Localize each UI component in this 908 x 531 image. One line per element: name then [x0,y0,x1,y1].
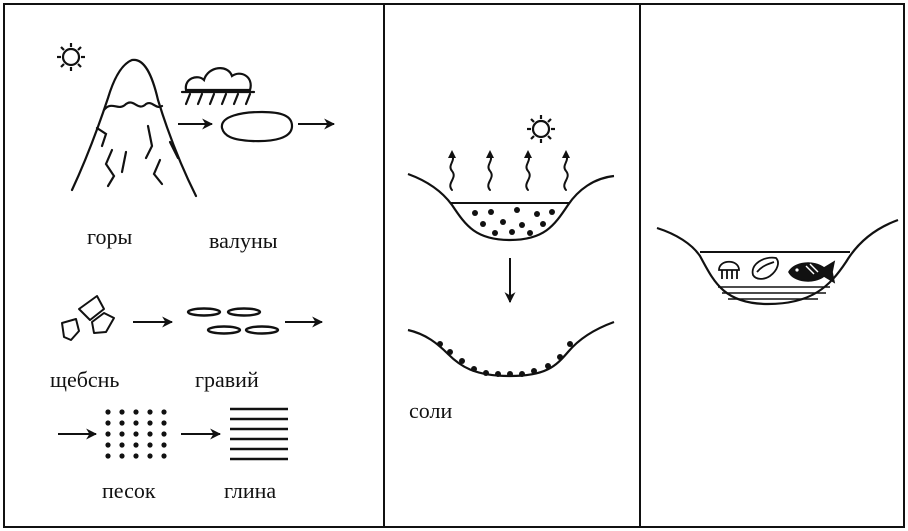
mountain-icon [70,58,198,198]
label-salts: соли [409,398,452,423]
label-gravel: гравий [195,367,259,392]
gravel-icon [186,307,280,335]
diagram-frame [3,3,905,528]
vapor-arrowheads [448,150,570,158]
label-sand: песок [102,478,156,503]
sun-icon [527,115,555,143]
label-clay: глина [224,478,276,503]
sediment-layers [718,286,830,300]
clay-icon [230,407,288,461]
rubble-icon [61,295,115,341]
salt-deposit-dots [437,341,573,377]
dissolved-salt-dots [472,207,555,236]
panel-organic [656,218,899,306]
sun-icon [57,43,85,71]
label-mountains: горы [87,224,132,249]
shell-icon [751,256,779,280]
salt-lake-basin [407,172,615,242]
sea-basin [656,218,899,306]
label-boulders: валуны [209,228,278,253]
rain-cloud-icon [180,67,256,106]
vapor-wisps-icon [449,154,569,191]
panel-evaporation: соли [407,115,615,423]
sand-icon [105,409,167,459]
panel-erosion: горы валуны щебснь гравий [50,43,336,503]
jellyfish-icon [718,260,740,279]
label-rubble: щебснь [50,367,119,392]
dried-basin [407,320,615,378]
fish-icon [788,260,836,284]
boulder-icon [220,110,294,143]
